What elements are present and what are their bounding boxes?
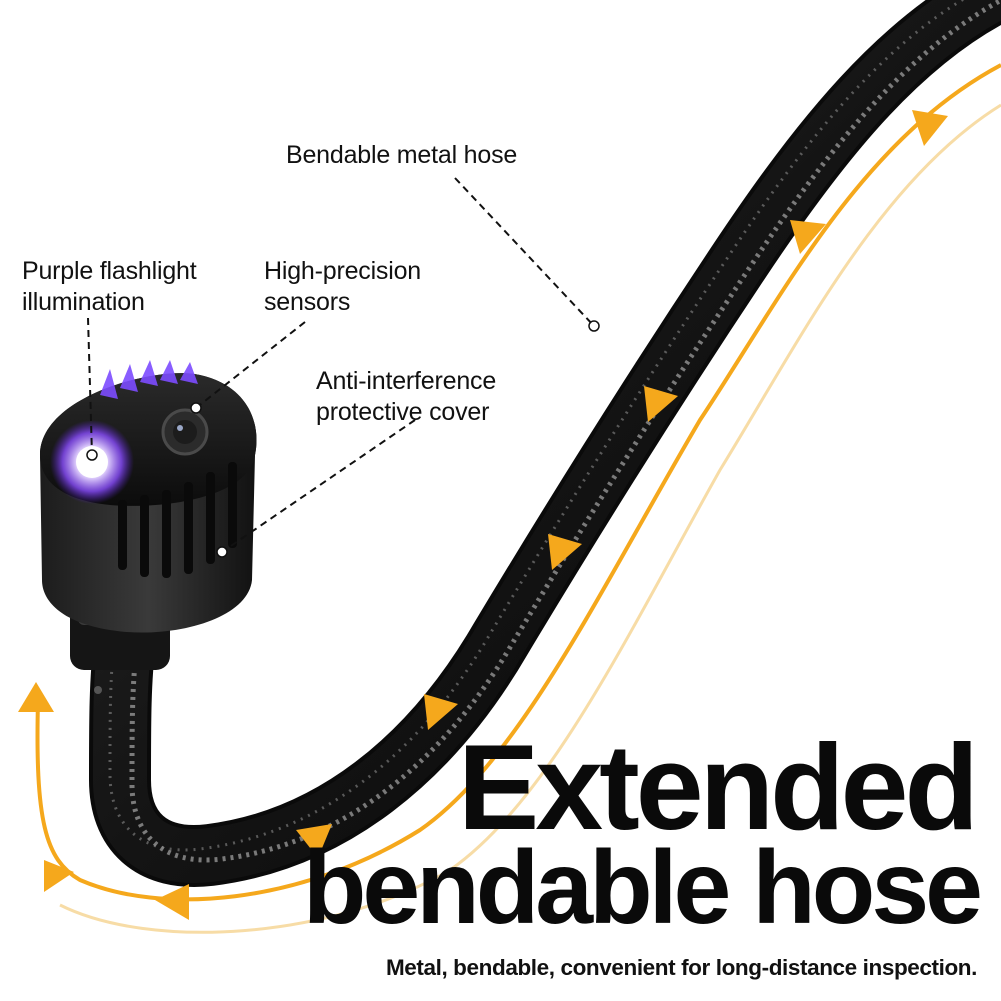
bend-direction-arrows <box>18 110 948 920</box>
flashlight-callout-line1: Purple flashlight <box>22 257 197 285</box>
bend-direction-arrow-icon <box>548 534 582 570</box>
bend-direction-arrow-icon <box>155 884 189 920</box>
probe-head <box>40 360 257 633</box>
bend-direction-arrow-icon <box>296 824 332 858</box>
sensor-callout-dot <box>190 402 202 414</box>
subtitle: Metal, bendable, convenient for long-dis… <box>385 955 977 980</box>
bend-direction-arrow-icon <box>18 682 54 712</box>
sensors-callout: High-precision sensors <box>264 256 421 318</box>
bend-direction-arrow-icon <box>424 694 458 730</box>
metal-hose <box>88 0 1001 887</box>
hose-callout-label: Bendable metal hose <box>286 141 518 169</box>
hose-callout-dot <box>588 320 600 332</box>
callout-leader-lines <box>87 177 595 553</box>
headline-line1: Extended <box>457 719 979 855</box>
bend-direction-arrow-icon <box>912 110 948 146</box>
hose-callout: Bendable metal hose <box>286 140 517 171</box>
flashlight-callout-line2: illumination <box>22 288 145 316</box>
cover-callout-dot <box>216 546 228 558</box>
headline-line2: bendable hose <box>302 830 983 946</box>
sensors-callout-line1: High-precision <box>264 257 421 285</box>
cover-callout: Anti-interference protective cover <box>316 366 496 428</box>
cover-callout-line1: Anti-interference <box>316 367 497 395</box>
flashlight-callout-dot <box>86 449 98 461</box>
flashlight-callout: Purple flashlight illumination <box>22 256 197 318</box>
bend-direction-arrow-icon <box>44 860 74 892</box>
cover-callout-line2: protective cover <box>316 398 490 426</box>
bend-guide-lines <box>35 63 1001 934</box>
sensors-callout-line2: sensors <box>264 288 351 316</box>
bend-direction-arrow-icon <box>790 220 826 254</box>
bend-direction-arrow-icon <box>644 386 678 422</box>
